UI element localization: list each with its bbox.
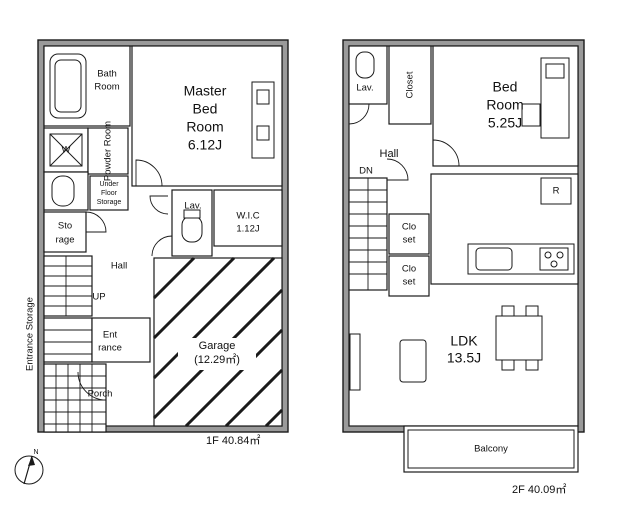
closet-upper bbox=[388, 213, 430, 255]
compass-arrow-icon bbox=[28, 456, 35, 466]
floor-2-area: 2F 40.09㎡ bbox=[512, 483, 566, 496]
bathtub-icon bbox=[49, 53, 87, 119]
stove-icon bbox=[539, 247, 569, 271]
desk-icon bbox=[521, 103, 541, 127]
garage-label: Garage bbox=[199, 340, 236, 352]
powder-room bbox=[87, 127, 129, 175]
closet-upper-label-1: Clo bbox=[402, 222, 416, 233]
ldk-area: 13.5J bbox=[447, 350, 481, 366]
door-lavatory-1f bbox=[151, 235, 173, 257]
toilet-2f-icon bbox=[355, 51, 375, 79]
compass-north-label: N bbox=[33, 449, 38, 456]
lavatory-1f-label: Lav. bbox=[184, 201, 201, 212]
floor-2-plan: Lav. Closet Bed Room 5.25J Hall DN Clo s… bbox=[342, 39, 585, 496]
porch-label: Porch bbox=[88, 389, 113, 400]
stairs-2f-steps bbox=[349, 178, 387, 290]
wic-label: W.I.C bbox=[236, 211, 259, 222]
kitchen-counter bbox=[467, 243, 575, 275]
sofa-icon bbox=[399, 339, 427, 383]
entrance-label-2: rance bbox=[98, 343, 122, 354]
master-bed-label-2: Bed bbox=[193, 101, 218, 117]
door-hall bbox=[386, 158, 409, 181]
closet-lower bbox=[388, 255, 430, 297]
floor-1-area: 1F 40.84㎡ bbox=[206, 434, 260, 447]
closet-upper-label-2: set bbox=[403, 235, 416, 246]
sink-icon bbox=[51, 175, 75, 207]
under-floor-label-2: Floor bbox=[101, 190, 118, 197]
bed-2f-icon bbox=[540, 57, 570, 139]
bath-room-label-1: Bath bbox=[97, 69, 117, 80]
door-lavatory-2f bbox=[348, 103, 370, 125]
garage-area: (12.29㎡) bbox=[194, 353, 240, 366]
bath-room-label-2: Room bbox=[94, 82, 119, 93]
hall-2f-label: Hall bbox=[380, 148, 399, 160]
door-bed-room bbox=[432, 139, 460, 167]
tv-unit-icon bbox=[349, 333, 361, 391]
storage-label-1: Sto bbox=[58, 221, 72, 232]
bed-room-area: 5.25J bbox=[488, 115, 522, 131]
kitchen-sink-icon bbox=[475, 247, 513, 271]
door-storage bbox=[85, 211, 107, 233]
fridge-label: R bbox=[553, 186, 560, 197]
hall-1f-label: Hall bbox=[111, 261, 127, 272]
dn-label: DN bbox=[359, 166, 373, 177]
door-master-bed bbox=[135, 159, 163, 187]
entrance-storage-shelf bbox=[43, 317, 93, 363]
door-wic bbox=[149, 195, 169, 215]
toilet-icon bbox=[181, 215, 203, 243]
fridge-icon bbox=[540, 177, 572, 205]
under-floor-label-3: Storage bbox=[97, 199, 122, 206]
closet-lower-label-2: set bbox=[403, 277, 416, 288]
bed-room-label-1: Bed bbox=[493, 79, 518, 95]
under-floor-storage bbox=[89, 175, 129, 211]
door-entrance bbox=[77, 371, 107, 401]
powder-room-label: Powder Room bbox=[103, 121, 114, 181]
bed-icon bbox=[251, 81, 275, 159]
lavatory-2f-label: Lav. bbox=[356, 83, 373, 94]
entrance-storage-label: Entrance Storage bbox=[25, 297, 36, 371]
ldk-label: LDK bbox=[450, 333, 478, 349]
balcony bbox=[403, 425, 579, 473]
storage-room bbox=[43, 211, 87, 253]
master-bed-label-1: Master bbox=[184, 83, 227, 99]
dining-table-icon bbox=[495, 315, 543, 361]
walk-in-closet bbox=[213, 189, 283, 247]
up-label: UP bbox=[92, 292, 105, 303]
compass-circle bbox=[14, 455, 44, 485]
washer-label: W bbox=[62, 145, 71, 156]
storage-label-2: rage bbox=[55, 235, 74, 246]
floor-1-plan: Bath Room Master Bed Room 6.12J W Powder… bbox=[25, 39, 289, 447]
master-bed-label-3: Room bbox=[186, 119, 223, 135]
balcony-label: Balcony bbox=[474, 444, 508, 455]
closet-2f-label: Closet bbox=[405, 71, 416, 98]
entrance-label-1: Ent bbox=[103, 330, 118, 341]
closet-2f bbox=[388, 45, 432, 125]
master-bed-area: 6.12J bbox=[188, 137, 222, 153]
under-floor-label-1: Under bbox=[99, 181, 119, 188]
compass: N bbox=[14, 449, 44, 485]
porch-tiles bbox=[44, 364, 106, 432]
bed-room-label-2: Room bbox=[486, 97, 523, 113]
wic-area: 1.12J bbox=[236, 224, 259, 235]
entrance bbox=[91, 317, 151, 363]
closet-lower-label-1: Clo bbox=[402, 264, 416, 275]
